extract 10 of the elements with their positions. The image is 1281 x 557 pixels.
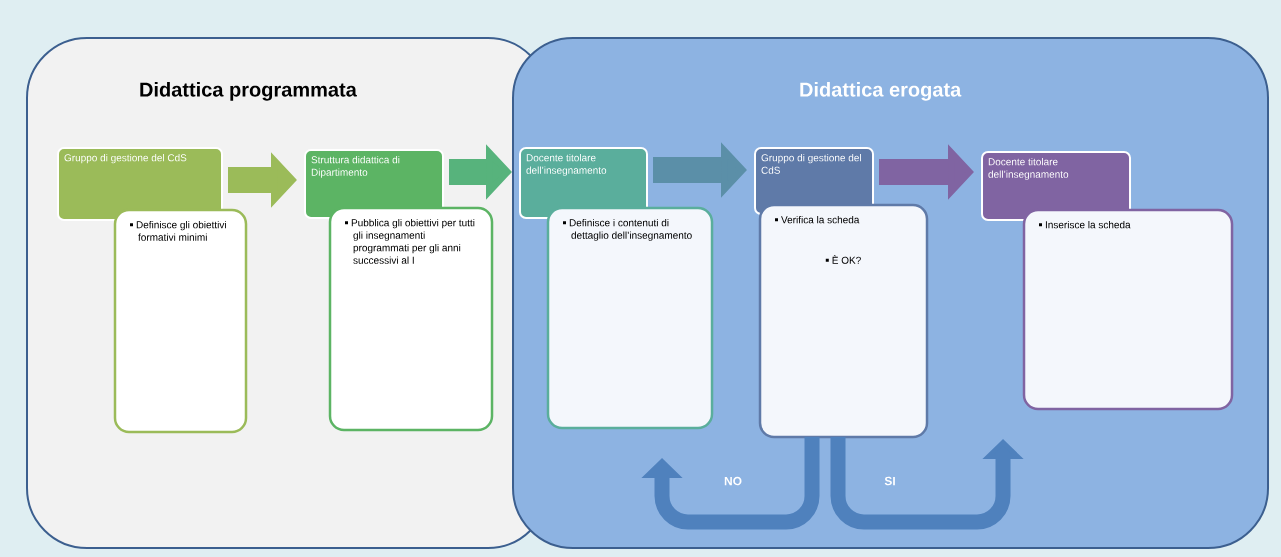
task-box: Inserisce la scheda [1022,208,1234,411]
task-box: Pubblica gli obiettivi per tutti gli insegnamenti programmati per gli anni successivi al I [328,206,494,432]
role-box: Gruppo di gestione del CdS [57,147,223,221]
task-box: Definisce i contenuti di dettaglio dell’insegnamento [546,206,714,430]
edge-label: NO [724,476,742,486]
task-box: Verifica la scheda È OK? [758,203,929,439]
task-box: Definisce gli obiettivi formativi minimi [113,208,248,434]
role-box: Docente titolare dell’insegnamento [981,151,1131,221]
u-turn-arrow [641,437,820,530]
edge-label: SI [884,476,895,486]
